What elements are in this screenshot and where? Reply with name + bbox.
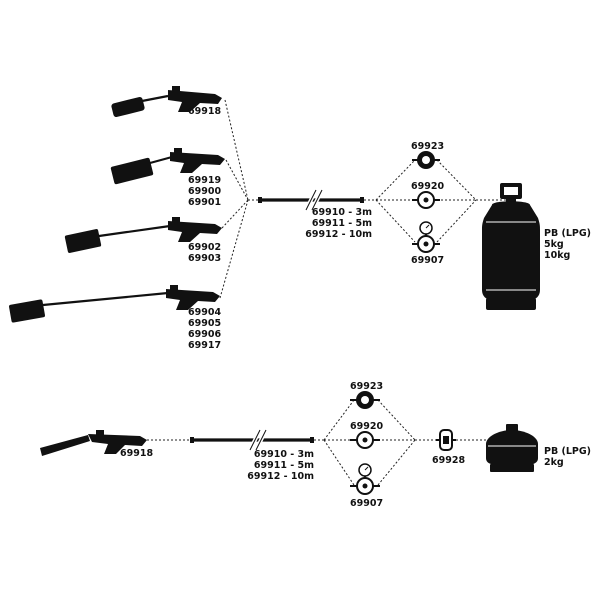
- top-regulator-69923: [412, 151, 440, 169]
- regulator-code: 69907: [350, 498, 384, 509]
- cylinder-large-label: PB (LPG) 5kg 10kg: [544, 228, 591, 261]
- torch-long: [64, 217, 222, 253]
- torch-code: 69903: [188, 253, 222, 264]
- hose-code: 69912 - 10m: [247, 471, 314, 482]
- regulator-code: 69907: [411, 255, 445, 266]
- cylinder-line: 10kg: [544, 250, 571, 261]
- torch-code: 69904: [188, 307, 222, 318]
- adapter-69928: [436, 429, 456, 451]
- bottom-torch-code: 69918: [120, 448, 154, 459]
- top-regulator-69920: [412, 191, 440, 209]
- torch-code: 69905: [188, 318, 222, 329]
- regulator-code: 69923: [350, 381, 384, 392]
- cylinder-small-label: PB (LPG) 2kg: [544, 446, 591, 468]
- torch-medium: [110, 148, 225, 185]
- torch-extra-long: [9, 285, 220, 323]
- hose-code: 69910 - 3m: [253, 449, 314, 460]
- cylinder-line: 5kg: [544, 239, 564, 250]
- torch-3-codes: 69902 69903: [188, 242, 221, 264]
- bottom-regulator-connectors: [323, 399, 488, 486]
- torch-code: 69919: [188, 175, 222, 186]
- hose-code: 69911 - 5m: [311, 218, 372, 229]
- torch-code: 69918: [188, 106, 222, 117]
- regulator-code: 69920: [411, 181, 445, 192]
- bottom-torch: [40, 430, 190, 456]
- bottom-hose-codes: 69910 - 3m 69911 - 5m 69912 - 10m: [242, 449, 314, 482]
- gas-cylinder-small: [486, 424, 538, 472]
- torch-small: [111, 86, 222, 118]
- bottom-regulator-69920: [350, 431, 380, 449]
- gas-cylinder-large: [482, 183, 540, 310]
- adapter-code: 69928: [432, 455, 466, 466]
- torch-4-codes: 69904 69905 69906 69917: [188, 307, 221, 351]
- torch-2-codes: 69919 69900 69901: [188, 175, 221, 208]
- top-regulator-connectors: [375, 159, 508, 243]
- cylinder-line: 2kg: [544, 457, 564, 468]
- regulator-code: 69920: [350, 421, 384, 432]
- bottom-regulator-69907: [350, 463, 380, 495]
- cylinder-line: PB (LPG): [544, 228, 592, 239]
- hose-code: 69912 - 10m: [305, 229, 372, 240]
- top-hose-codes: 69910 - 3m 69911 - 5m 69912 - 10m: [300, 207, 372, 240]
- torch-code: 69901: [188, 197, 222, 208]
- cylinder-line: PB (LPG): [544, 446, 592, 457]
- regulator-code: 69923: [411, 141, 445, 152]
- torch-code: 69917: [188, 340, 222, 351]
- top-regulator-69907: [412, 221, 440, 253]
- top-torch-connectors: [219, 99, 249, 299]
- top-hose: [248, 189, 376, 211]
- torch-code: 69900: [188, 186, 222, 197]
- bottom-hose: [190, 429, 324, 451]
- hose-code: 69911 - 5m: [253, 460, 314, 471]
- hose-code: 69910 - 3m: [311, 207, 372, 218]
- torch-code: 69906: [188, 329, 222, 340]
- torch-1-codes: 69918: [188, 106, 221, 117]
- torch-code: 69902: [188, 242, 222, 253]
- bottom-regulator-69923: [350, 391, 380, 409]
